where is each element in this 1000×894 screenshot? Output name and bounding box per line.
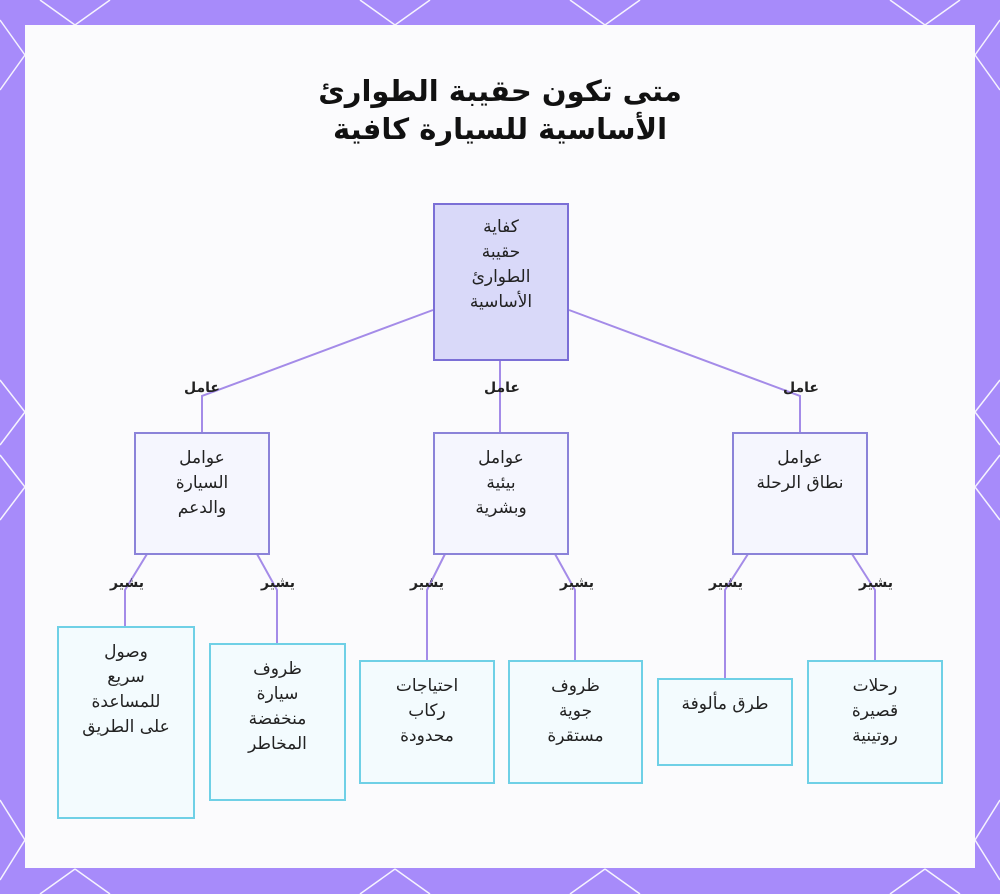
edge-trip-short bbox=[851, 553, 876, 660]
edge-root-car bbox=[201, 309, 434, 432]
car-support-node: عوامل السيارة والدعم bbox=[134, 432, 270, 555]
short-trips-node: رحلات قصيرة روتينية bbox=[807, 660, 943, 784]
low-risk-car-node: ظروف سيارة منخفضة المخاطر bbox=[209, 643, 346, 801]
stable-weather-node: ظروف جوية مستقرة bbox=[508, 660, 643, 784]
root-node: كفاية حقيبة الطوارئ الأساسية bbox=[433, 203, 569, 361]
limited-needs-node: احتياجات ركاب محدودة bbox=[359, 660, 495, 784]
edge-label-factor: عامل bbox=[484, 380, 520, 396]
edge-env-weather bbox=[554, 553, 576, 660]
edge-car-fast-help bbox=[124, 553, 148, 626]
edge-label-factor: عامل bbox=[783, 380, 819, 396]
edge-label-indicates: يشير bbox=[410, 575, 444, 591]
edge-label-indicates: يشير bbox=[859, 575, 893, 591]
edge-car-low-risk bbox=[256, 553, 278, 643]
edge-label-indicates: يشير bbox=[560, 575, 594, 591]
diagram-title: متى تكون حقيبة الطوارئ الأساسية للسيارة … bbox=[318, 74, 682, 146]
edge-root-trip bbox=[568, 309, 801, 432]
edge-label-factor: عامل bbox=[184, 380, 220, 396]
environmental-human-node: عوامل بيئية وبشرية bbox=[433, 432, 569, 555]
fast-help-node: وصول سريع للمساعدة على الطريق bbox=[57, 626, 195, 819]
edge-label-indicates: يشير bbox=[110, 575, 144, 591]
edge-trip-familiar bbox=[724, 553, 749, 678]
edge-env-limited bbox=[426, 553, 446, 660]
trip-scope-node: عوامل نطاق الرحلة bbox=[732, 432, 868, 555]
edge-label-indicates: يشير bbox=[261, 575, 295, 591]
edge-label-indicates: يشير bbox=[709, 575, 743, 591]
familiar-roads-node: طرق مألوفة bbox=[657, 678, 793, 766]
